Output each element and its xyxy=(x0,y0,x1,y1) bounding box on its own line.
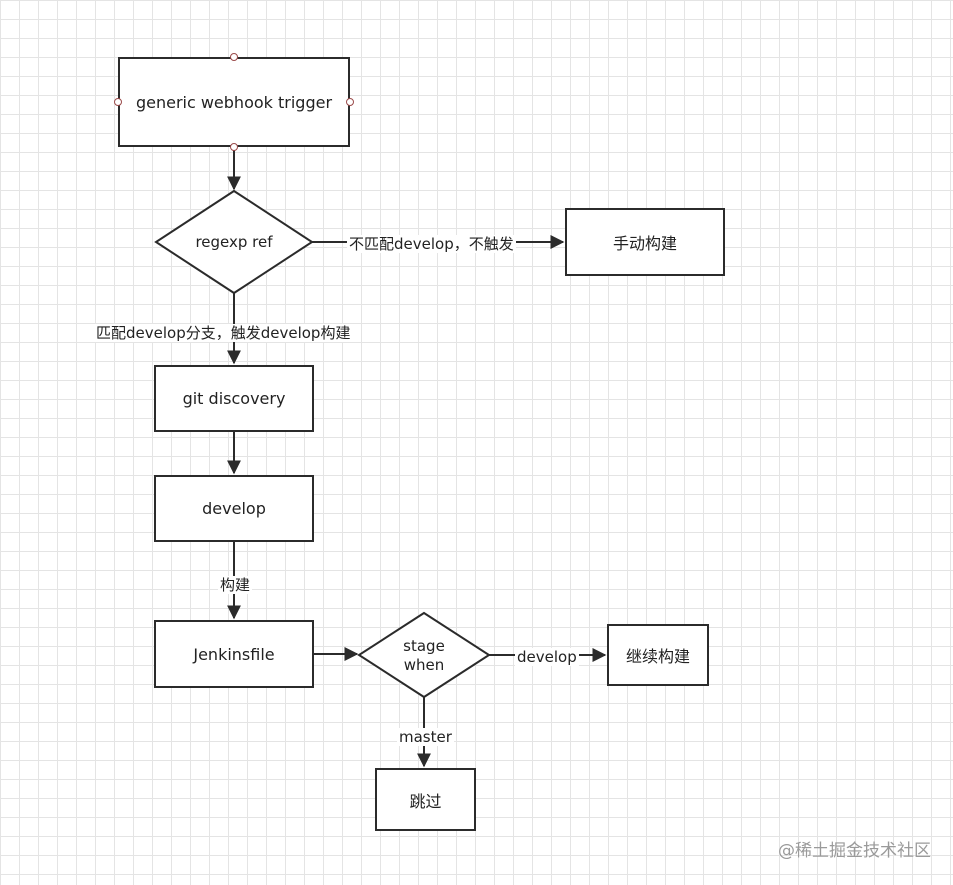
node-webhook[interactable]: generic webhook trigger xyxy=(118,57,350,147)
watermark: @稀土掘金技术社区 xyxy=(778,841,931,861)
node-develop[interactable]: develop xyxy=(154,475,314,542)
connection-handle-right[interactable] xyxy=(346,98,354,106)
connection-handle-left[interactable] xyxy=(114,98,122,106)
connection-handle-top[interactable] xyxy=(230,53,238,61)
node-continue-build[interactable]: 继续构建 xyxy=(607,624,709,686)
node-manual-build[interactable]: 手动构建 xyxy=(565,208,725,276)
decision-stage-label: stage when xyxy=(374,637,474,675)
decision-regexp-label: regexp ref xyxy=(195,233,273,251)
node-git-discovery[interactable]: git discovery xyxy=(154,365,314,432)
edge-label-no-match: 不匹配develop，不触发 xyxy=(347,235,516,253)
decision-stage-line1: stage xyxy=(403,637,445,655)
connection-handle-bottom[interactable] xyxy=(230,143,238,151)
edge-label-develop: develop xyxy=(515,648,579,666)
edge-label-match: 匹配develop分支，触发develop构建 xyxy=(94,324,353,342)
decision-stage-line2: when xyxy=(403,656,445,674)
node-jenkinsfile[interactable]: Jenkinsfile xyxy=(154,620,314,688)
edge-label-build: 构建 xyxy=(218,576,253,594)
node-skip[interactable]: 跳过 xyxy=(375,768,476,831)
edge-label-master: master xyxy=(397,728,454,746)
